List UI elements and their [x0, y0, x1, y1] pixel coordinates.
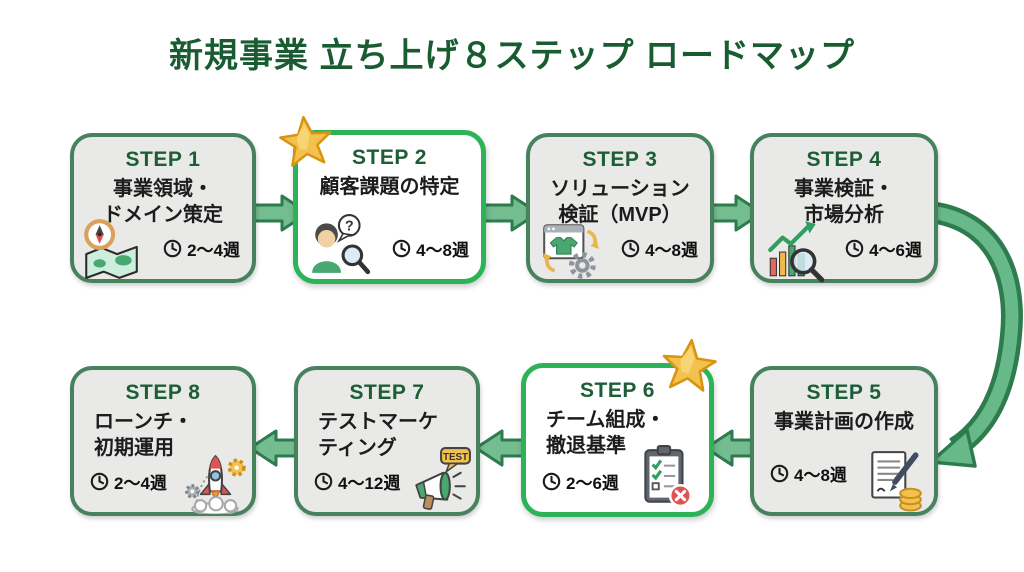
page-title: 新規事業 立ち上げ８ステップ ロードマップ — [169, 37, 855, 75]
step-title-line1: ソリューション — [550, 178, 690, 200]
clock-icon — [845, 239, 864, 258]
duration-text: 4〜8週 — [794, 466, 847, 485]
clock-icon — [392, 239, 411, 258]
duration: 4〜8週 — [770, 461, 847, 486]
step-label: STEP 4 — [806, 148, 882, 171]
step-card-3: STEP 3 ソリューション 検証（MVP） 4〜8週 — [526, 133, 714, 283]
step-card-6: STEP 6 チーム組成・ 撤退基準 2〜6週 — [521, 363, 714, 517]
clock-icon — [621, 239, 640, 258]
step-label: STEP 6 — [580, 379, 655, 402]
step-title: ソリューション 検証（MVP） — [530, 176, 710, 228]
step-title-line2: 初期運用 — [94, 437, 174, 459]
step-title: ローンチ・ 初期運用 — [74, 409, 252, 461]
checklist-icon — [644, 445, 693, 508]
step-label: STEP 3 — [582, 148, 658, 171]
step-label: STEP 5 — [806, 381, 882, 404]
step-title: 事業検証・ 市場分析 — [754, 176, 934, 228]
duration: 2〜4週 — [163, 236, 240, 261]
step-card-1: STEP 1 事業領域・ ドメイン策定 2〜4週 — [70, 133, 256, 283]
duration: 2〜6週 — [542, 469, 619, 494]
step-card-4: STEP 4 事業検証・ 市場分析 4〜6週 — [750, 133, 938, 283]
test-marketing-icon: TEST — [415, 447, 471, 510]
step-title-line1: 事業検証・ — [794, 178, 894, 200]
step-title-line1: 事業領域・ — [113, 178, 213, 200]
duration-text: 4〜12週 — [338, 474, 401, 493]
question-mark-text: ? — [345, 219, 354, 235]
step-title-line2: 検証（MVP） — [558, 204, 682, 226]
duration: 4〜8週 — [621, 236, 698, 261]
step-card-8: STEP 8 ローンチ・ 初期運用 2〜 — [70, 366, 256, 516]
step-label: STEP 2 — [352, 146, 427, 169]
mvp-prototype-icon — [543, 224, 599, 279]
duration: 2〜4週 — [90, 469, 167, 494]
step-title-line1: 事業計画の作成 — [774, 411, 914, 433]
compass-map-icon — [84, 219, 138, 279]
clock-icon — [770, 464, 789, 483]
arrow-step4-to-step5 — [928, 201, 1023, 468]
clock-icon — [314, 472, 333, 491]
step-card-7: STEP 7 テストマーケ ティング TEST 4〜12週 — [294, 366, 480, 516]
step-title-line2: ティング — [318, 437, 397, 459]
duration-text: 2〜4週 — [187, 241, 240, 260]
market-analysis-icon — [768, 221, 825, 283]
clock-icon — [542, 472, 561, 491]
duration: 4〜6週 — [845, 236, 922, 261]
step-title: 事業領域・ ドメイン策定 — [74, 176, 252, 228]
customer-research-icon: ? — [312, 214, 371, 275]
rocket-launch-icon — [185, 454, 246, 514]
step-title-line2: 撤退基準 — [546, 435, 626, 457]
duration-text: 4〜6週 — [869, 241, 922, 260]
clock-icon — [90, 472, 109, 491]
step-card-5: STEP 5 事業計画の作成 4〜8週 — [750, 366, 938, 516]
step-label: STEP 7 — [349, 381, 425, 404]
duration-text: 2〜4週 — [114, 474, 167, 493]
step-label: STEP 8 — [125, 381, 201, 404]
step-title-line2: ドメイン策定 — [103, 204, 223, 226]
step-title: チーム組成・ 撤退基準 — [526, 407, 709, 459]
clock-icon — [163, 239, 182, 258]
duration-text: 4〜8週 — [645, 241, 698, 260]
step-title: 事業計画の作成 — [754, 409, 934, 435]
step-title: テストマーケ ティング — [298, 409, 476, 461]
step-title-line1: チーム組成・ — [546, 409, 666, 431]
duration-text: 2〜6週 — [566, 474, 619, 493]
step-title-line1: 顧客課題の特定 — [319, 176, 460, 198]
step-label: STEP 1 — [125, 148, 201, 171]
step-card-2: STEP 2 顧客課題の特定 ? 4〜8週 — [293, 130, 486, 284]
step-title-line1: ローンチ・ — [94, 411, 193, 433]
duration: 4〜12週 — [314, 469, 400, 494]
highlight-star-icon — [662, 338, 717, 392]
business-plan-icon — [871, 451, 922, 512]
test-label-text: TEST — [443, 452, 468, 463]
step-title-line2: 市場分析 — [804, 204, 884, 226]
step-title-line1: テストマーケ — [318, 411, 438, 433]
duration: 4〜8週 — [392, 236, 469, 261]
duration-text: 4〜8週 — [416, 241, 469, 260]
step-title: 顧客課題の特定 — [298, 174, 481, 200]
highlight-star-icon — [279, 115, 332, 167]
